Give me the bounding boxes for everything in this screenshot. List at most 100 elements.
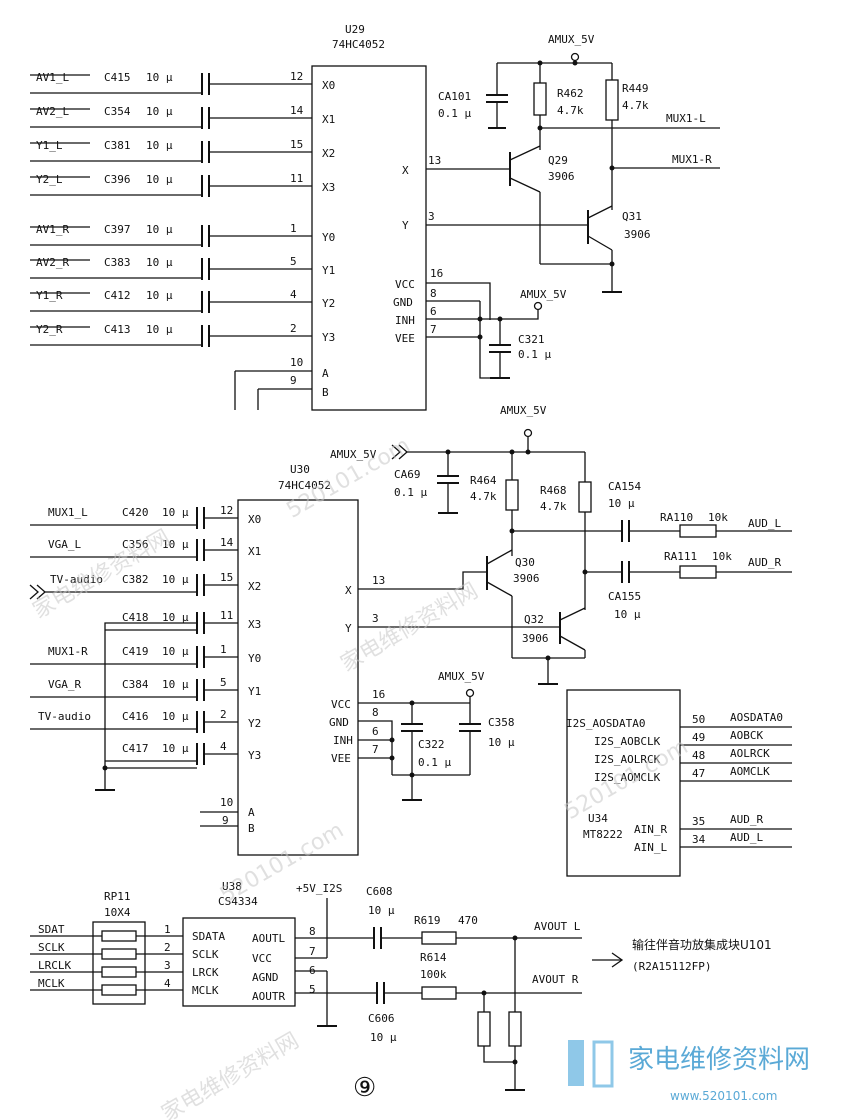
u30-input-pin: 15 (220, 571, 233, 584)
u30-pin8: 8 (372, 706, 379, 719)
u38-left-net: LRCLK (38, 959, 71, 972)
u29-input-pinname: Y2 (322, 297, 335, 310)
ca155-ref: CA155 (608, 590, 641, 603)
r614-val: 100k (420, 968, 447, 981)
u34-pin-num: 48 (692, 749, 705, 762)
u30-input-cap-val: 10 µ (162, 573, 189, 586)
u29-input-cap-val: 10 µ (146, 323, 173, 336)
u34-ain-num: 34 (692, 833, 706, 846)
u30-pin-x-name: X (345, 584, 352, 597)
r619-val: 470 (458, 914, 478, 927)
logo-url: www.520101.com (670, 1089, 777, 1103)
c321-ref: C321 (518, 333, 545, 346)
u29-input-cap: C396 (104, 173, 131, 186)
u29-input-cap-val: 10 µ (146, 139, 173, 152)
u38-left-pin: 2 (164, 941, 171, 954)
u34-ain-net: AUD_L (730, 831, 763, 844)
u29-input-pin: 2 (290, 322, 297, 335)
u38-ref: U38 (222, 880, 242, 893)
u30-pin-x-num: 13 (372, 574, 385, 587)
u30-input-net: MUX1-R (48, 645, 88, 658)
u29-input-net: AV1_L (36, 71, 69, 84)
u34-pin-num: 47 (692, 767, 705, 780)
ca154-val: 10 µ (608, 497, 635, 510)
u30-input-cap: C384 (122, 678, 149, 691)
ca154-ref: CA154 (608, 480, 641, 493)
u29-input-pin: 14 (290, 104, 304, 117)
u29-input-pin: 11 (290, 172, 303, 185)
u30-input-cap-val: 10 µ (162, 506, 189, 519)
ca101-val: 0.1 µ (438, 107, 471, 120)
u29-chip (311, 65, 427, 411)
u29-pin-x-num: 13 (428, 154, 441, 167)
u34-pin-name: I2S_AOSDATA0 (566, 717, 645, 730)
figure-number: ⑨ (353, 1073, 376, 1103)
c606-val: 10 µ (370, 1031, 397, 1044)
r462-ref: R462 (557, 87, 584, 100)
q31-ref: Q31 (622, 210, 642, 223)
u34-pin-name: I2S_AOBCLK (594, 735, 661, 748)
u30-pin-y-name: Y (345, 622, 352, 635)
u29-input-pin: 4 (290, 288, 297, 301)
u30-pin7: 7 (372, 743, 379, 756)
u30-pin-inh: INH (333, 734, 353, 747)
u30-input-cap: C420 (122, 506, 149, 519)
amux-5v-label-5: AMUX_5V (438, 670, 485, 683)
q30-type: 3906 (513, 572, 540, 585)
u34-ain-num: 35 (692, 815, 705, 828)
u38-right-name: AGND (252, 971, 279, 984)
u29-part: 74HC4052 (332, 38, 385, 51)
u30-input-pinname: X2 (248, 580, 261, 593)
u29-input-cap-val: 10 µ (146, 223, 173, 236)
u30-input-pinname: X3 (248, 618, 261, 631)
u30-pin-b-num: 9 (222, 814, 229, 827)
u30-pin-a-num: 10 (220, 796, 233, 809)
u29-input-pin: 12 (290, 70, 303, 83)
u30-input-pinname: Y0 (248, 652, 261, 665)
u38-right-pin: 8 (309, 925, 316, 938)
supply-label: +5V_I2S (296, 882, 342, 895)
u30-pin-vee: VEE (331, 752, 351, 765)
site-logo: 家电维修资料网 www.520101.com (568, 1040, 810, 1103)
ra110-val: 10k (708, 511, 728, 524)
u30-pin-a-name: A (248, 806, 255, 819)
r468-val: 4.7k (540, 500, 567, 513)
c322-ref: C322 (418, 738, 445, 751)
u38-left-net: MCLK (38, 977, 65, 990)
amux-5v-label-1: AMUX_5V (548, 33, 595, 46)
u30-chip (237, 499, 359, 856)
u29-input-cap: C383 (104, 256, 131, 269)
q29-ref: Q29 (548, 154, 568, 167)
u29-input-cap-val: 10 µ (146, 71, 173, 84)
u30-input-net: TV-audio (50, 573, 103, 586)
u38-chip (182, 917, 296, 1007)
u30-input-pinname: X1 (248, 545, 261, 558)
u29-pin7: 7 (430, 323, 437, 336)
q32-ref: Q32 (524, 613, 544, 626)
u30-input-pinname: Y1 (248, 685, 261, 698)
u29-input-net: AV1_R (36, 223, 69, 236)
u30-input-cap: C382 (122, 573, 149, 586)
u29-pin6: 6 (430, 305, 437, 318)
u30-pin-gnd: GND (329, 716, 349, 729)
logo-cn: 家电维修资料网 (628, 1045, 810, 1075)
rp11-ref: RP11 (104, 890, 131, 903)
ca101-ref: CA101 (438, 90, 471, 103)
u29-pin-x-name: X (402, 164, 409, 177)
u30-input-cap: C419 (122, 645, 149, 658)
svg-text:家电维修资料网: 家电维修资料网 (157, 1028, 303, 1120)
u29-input-pin: 1 (290, 222, 297, 235)
u29-input-cap: C354 (104, 105, 131, 118)
u38-right-pin: 5 (309, 983, 316, 996)
u29-input-pinname: X0 (322, 79, 335, 92)
u34-pin-net: AOBCK (730, 729, 763, 742)
r614-ref: R614 (420, 951, 447, 964)
u38-left-pin: 4 (164, 977, 171, 990)
u29-input-net: AV2_L (36, 105, 69, 118)
ca69-ref: CA69 (394, 468, 421, 481)
